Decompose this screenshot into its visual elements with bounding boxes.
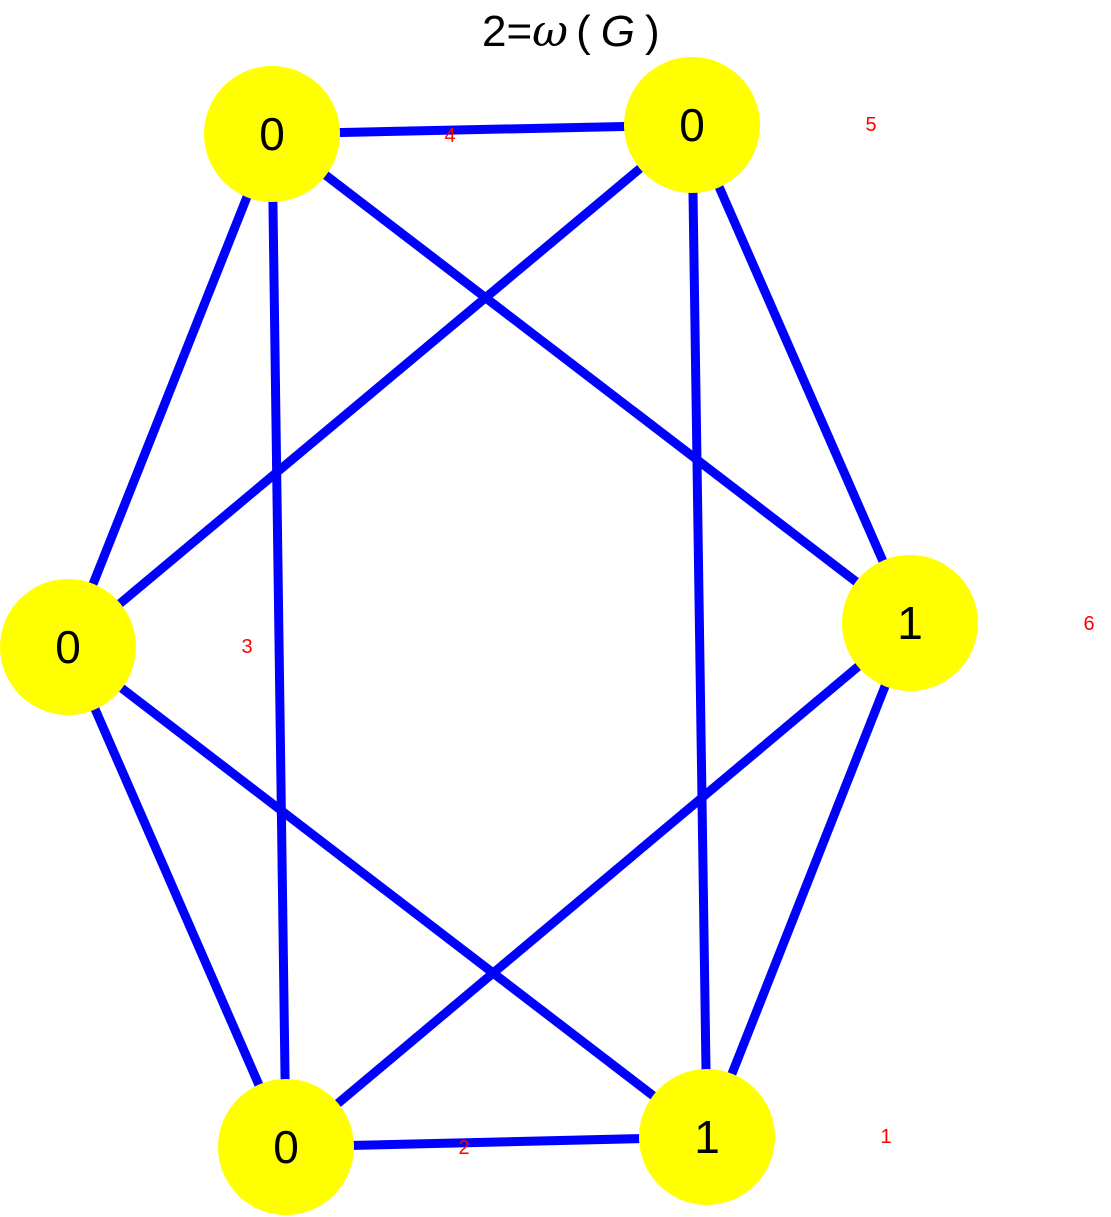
edge-n4-n2 — [267, 133, 291, 1148]
nodes-layer: 1 0 0 0 0 1 — [0, 57, 978, 1215]
graph-node-5: 0 — [624, 57, 760, 193]
edge-n3-n2 — [63, 645, 291, 1149]
node-circle — [218, 1079, 354, 1215]
edge-n2-n1 — [285, 1132, 708, 1152]
graph-node-2: 0 — [218, 1079, 354, 1215]
node-value-label: 0 — [273, 1121, 299, 1173]
node-index-label-5: 5 — [865, 114, 876, 136]
node-index-label-1: 1 — [880, 1126, 891, 1148]
edge-n5-n6 — [687, 123, 915, 625]
edge-n3-n1 — [65, 643, 710, 1141]
title-prefix: 2= — [482, 7, 532, 56]
node-index-label-3: 3 — [241, 636, 252, 658]
node-index-label-6: 6 — [1083, 613, 1094, 635]
node-index-label-4: 4 — [444, 125, 455, 147]
node-circle — [639, 1069, 775, 1205]
node-circle — [0, 579, 136, 715]
node-value-label: 0 — [679, 99, 705, 151]
edge-n4-n6 — [269, 130, 913, 627]
edge-n4-n3 — [63, 132, 277, 649]
node-circle — [204, 66, 340, 202]
node-value-label: 1 — [897, 597, 923, 649]
graph-node-6: 1 — [842, 555, 978, 691]
node-value-label: 0 — [259, 108, 285, 160]
node-value-label: 0 — [55, 621, 81, 673]
node-value-label: 1 — [694, 1111, 720, 1163]
edge-n5-n1 — [687, 124, 712, 1138]
edge-n6-n1 — [702, 621, 915, 1139]
edge-n5-n3 — [65, 121, 695, 651]
graph-node-4: 0 — [204, 66, 340, 202]
edges-layer — [63, 120, 915, 1152]
edge-n6-n2 — [283, 619, 913, 1151]
index-labels-layer: 1 2 3 4 5 6 — [241, 114, 1094, 1159]
title-close-paren: ) — [645, 7, 660, 56]
graph-title: 2=ω(G) — [482, 6, 660, 57]
graph-node-3: 0 — [0, 579, 136, 715]
node-circle — [624, 57, 760, 193]
graph-node-1: 1 — [639, 1069, 775, 1205]
edge-n4-n5 — [271, 120, 693, 139]
title-variable: G — [601, 7, 635, 56]
title-open-paren: ( — [576, 7, 591, 56]
omega-symbol: ω — [532, 6, 568, 57]
node-index-label-2: 2 — [458, 1137, 469, 1159]
node-circle — [842, 555, 978, 691]
